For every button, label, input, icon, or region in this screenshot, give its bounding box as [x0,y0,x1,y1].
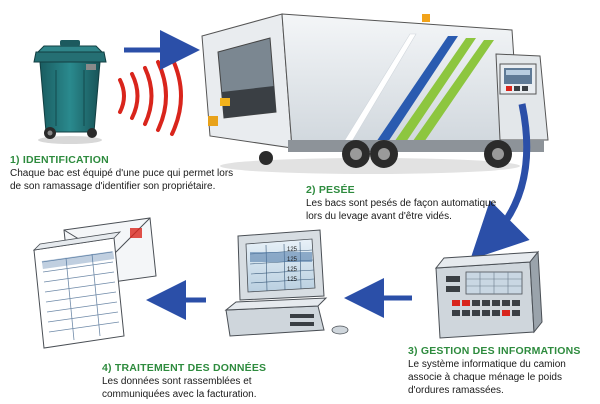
step-description-line: communiquées avec la facturation. [102,388,266,401]
garbage-truck-icon [202,14,548,174]
step-gestion-informations: 3) GESTION DES INFORMATIONS Le système i… [408,345,581,397]
step-title: 2) PESÉE [306,184,496,197]
step-description-line: Le système informatique du camion [408,358,581,371]
step-description-line: Les bacs sont pesés de façon automatique [306,197,496,210]
step-description-line: d'ordures ramassées. [408,384,581,397]
step-description: Le système informatique du camion associ… [408,358,581,397]
step-description: Chaque bac est équipé d'une puce qui per… [10,167,233,193]
step-description: Les bacs sont pesés de façon automatique… [306,197,496,223]
step-description-line: de son ramassage d'identifier son propri… [10,180,233,193]
screen-value: 125 [287,247,298,253]
step-title: 1) IDENTIFICATION [10,154,233,167]
step-traitement-donnees: 4) TRAITEMENT DES DONNÉES Les données so… [102,362,266,401]
radio-waves-icon [120,58,181,134]
onboard-monitor-icon [500,64,536,94]
step-description: Les données sont rassemblées et communiq… [102,375,266,401]
step-identification: 1) IDENTIFICATION Chaque bac est équipé … [10,154,233,193]
trash-bin-icon [34,40,106,144]
desktop-computer-icon: 125 125 125 125 [226,230,348,336]
step-description-line: Chaque bac est équipé d'une puce qui per… [10,167,233,180]
screen-value: 125 [287,257,298,263]
step-description-line: Les données sont rassemblées et [102,375,266,388]
step-title: 4) TRAITEMENT DES DONNÉES [102,362,266,375]
step-title: 3) GESTION DES INFORMATIONS [408,345,581,358]
step-description-line: lors du levage avant d'être vidés. [306,210,496,223]
screen-value: 125 [287,277,298,283]
step-pesee: 2) PESÉE Les bacs sont pesés de façon au… [306,184,496,223]
invoice-documents-icon [34,218,156,348]
screen-value: 125 [287,267,298,273]
step-description-line: associe à chaque ménage le poids [408,371,581,384]
onboard-terminal-icon [436,252,542,338]
